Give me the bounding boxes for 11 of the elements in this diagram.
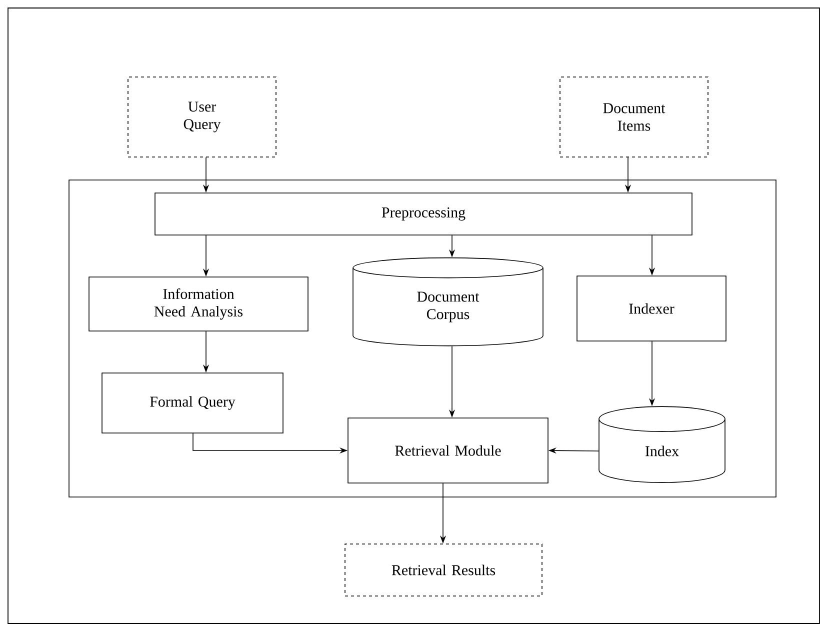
dashed-box: User Query <box>128 76 276 158</box>
cylinder-node: Index <box>598 406 726 483</box>
dashed-box: Retrieval Results <box>344 544 542 596</box>
process-box: Preprocessing <box>154 192 692 236</box>
process-box: Formal Query <box>102 372 284 434</box>
process-box: Retrieval Module <box>348 418 548 484</box>
cylinder-node: Document Corpus <box>352 257 544 346</box>
process-box: Information Need Analysis <box>88 276 308 332</box>
dashed-box: Document Items <box>560 76 708 158</box>
process-box: Indexer <box>576 276 726 342</box>
system-frame <box>68 180 776 498</box>
